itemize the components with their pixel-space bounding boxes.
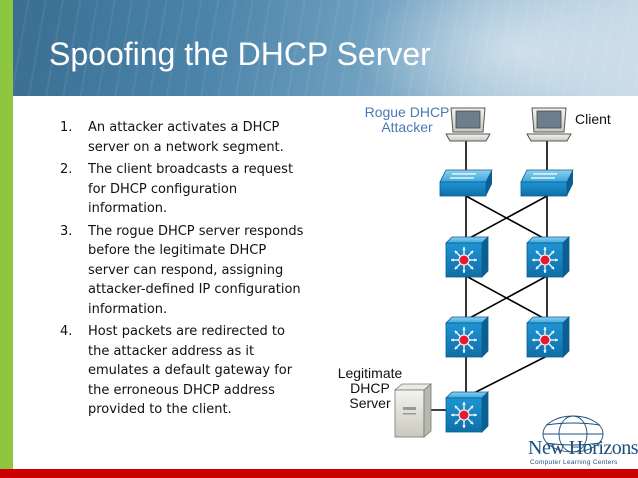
title-banner: [13, 0, 638, 96]
list-item: 1. An attacker activates a DHCP server on…: [60, 118, 310, 157]
legitimate-dhcp-label: Legitimate DHCP Server: [337, 365, 403, 411]
list-item: 2. The client broadcasts a request for DH…: [60, 160, 310, 219]
left-accent-bar: [0, 0, 13, 478]
client-label: Client: [575, 111, 611, 127]
step-number: 3.: [60, 223, 73, 239]
step-number: 2.: [60, 162, 73, 177]
globe-logo-icon: [542, 415, 604, 453]
link-line: [465, 275, 548, 321]
multilayer-switch-icon: [526, 236, 570, 278]
network-links: [430, 140, 548, 411]
steps-list: 1. An attacker activates a DHCP server on…: [60, 118, 310, 423]
multilayer-switch-icon: [445, 391, 489, 433]
link-line: [465, 195, 548, 241]
multilayer-switch-icon: [526, 316, 570, 358]
step-text: An attacker activates a DHCP server on a…: [88, 120, 284, 155]
logo-tagline: Computer Learning Centers: [530, 459, 618, 466]
step-number: 1.: [60, 120, 73, 135]
access-switch-icon: [520, 169, 574, 197]
multilayer-switch-icon: [445, 236, 489, 278]
page-title: Spoofing the DHCP Server: [49, 36, 431, 72]
access-switch-icon: [439, 169, 493, 197]
step-text: The client broadcasts a request for DHCP…: [88, 162, 294, 216]
step-number: 4.: [60, 324, 73, 339]
list-item: 3. The rogue DHCP server responds before …: [60, 222, 310, 320]
logo-brand: New Horizons: [528, 437, 638, 459]
rogue-dhcp-label: Rogue DHCP Attacker: [364, 104, 450, 135]
step-text: Host packets are redirected to the attac…: [88, 324, 293, 417]
multilayer-switch-icon: [445, 316, 489, 358]
step-text: The rogue DHCP server responds before th…: [88, 223, 304, 317]
server-icon: [393, 383, 433, 438]
bottom-accent-bar: [0, 469, 638, 478]
list-item: 4. Host packets are redirected to the att…: [60, 322, 310, 420]
link-line: [469, 355, 548, 396]
client-pc-icon: [526, 107, 572, 142]
rogue-pc-icon: [445, 107, 491, 142]
